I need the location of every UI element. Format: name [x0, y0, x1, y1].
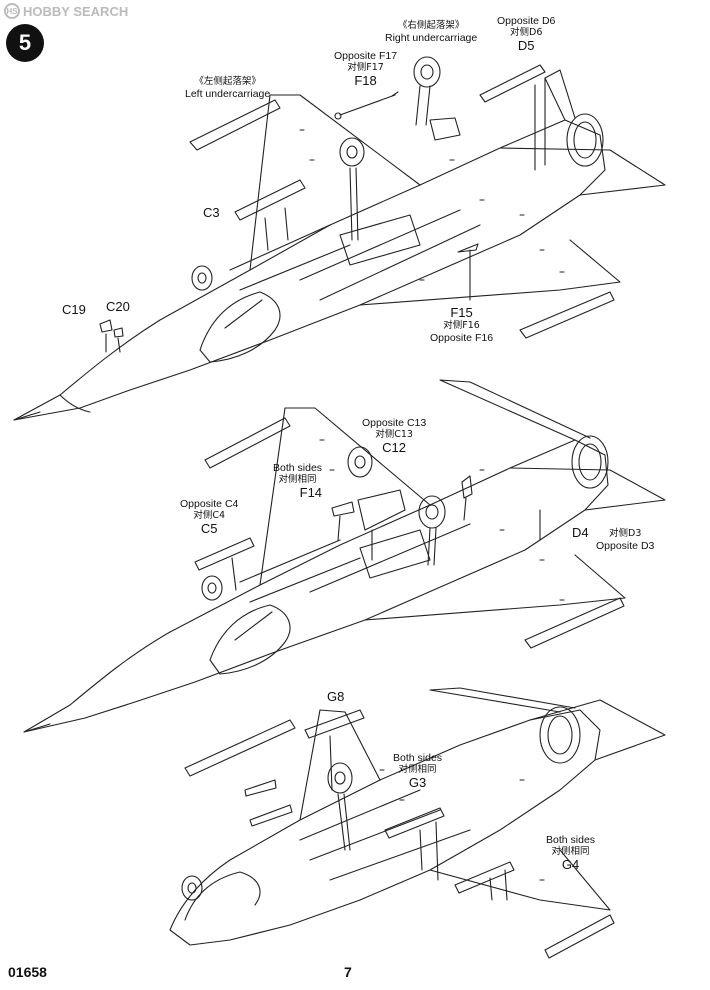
part-d5-label: D5: [517, 38, 535, 53]
d4-callout: 对侧D3 Opposite D3: [596, 528, 654, 552]
d4-en: Opposite D3: [596, 540, 655, 552]
product-code: 01658: [8, 964, 47, 980]
step-number-badge: 5: [6, 24, 44, 62]
opposite-c4-callout: Opposite C4 对侧C4 C5: [180, 498, 238, 536]
d4-cn: 对侧D3: [609, 528, 642, 539]
part-g4-label: G4: [561, 857, 580, 872]
aircraft-top-view-2: [23, 379, 666, 733]
aircraft-top-view-1: [13, 56, 666, 421]
both-sides-g4-callout: Both sides 对侧相同 G4: [546, 834, 595, 872]
f15-cn: 对侧F16: [443, 320, 480, 331]
both-sides-f14-callout: Both sides 对侧相同 F14: [273, 462, 322, 500]
part-c19-label: C19: [62, 302, 86, 317]
part-c12-label: C12: [382, 440, 407, 455]
opposite-f17-en: Opposite F17: [334, 50, 398, 62]
part-f15-label: F15: [450, 305, 473, 320]
hobby-search-logo-icon: HS: [4, 3, 20, 19]
both-sides-g3-en: Both sides: [393, 752, 443, 764]
opposite-c13-callout: Opposite C13 对侧C13 C12: [362, 417, 426, 455]
opposite-f17-cn: 对侧F17: [347, 62, 384, 73]
part-f14-label: F14: [299, 485, 323, 500]
part-g3-label: G3: [408, 775, 427, 790]
right-undercarriage-en: Right undercarriage: [385, 32, 478, 44]
part-g8-label: G8: [327, 689, 345, 704]
opposite-f17-callout: Opposite F17 对侧F17 F18: [334, 50, 397, 88]
part-d4-label: D4: [572, 525, 589, 540]
f15-en: Opposite F16: [430, 332, 494, 344]
opposite-c4-cn: 对侧C4: [193, 510, 226, 521]
both-sides-g3-callout: Both sides 对侧相同 G3: [393, 752, 442, 790]
watermark-text: HOBBY SEARCH: [23, 3, 129, 19]
both-sides-f14-en: Both sides: [273, 462, 323, 474]
left-undercarriage-cn: 《左侧起落架》: [194, 76, 261, 87]
f15-callout: F15 对侧F16 Opposite F16: [430, 305, 494, 345]
both-sides-g4-en: Both sides: [546, 834, 596, 846]
opposite-c13-cn: 对侧C13: [375, 429, 413, 440]
part-c20-label: C20: [106, 299, 130, 314]
right-undercarriage-cn: 《右侧起落架》: [397, 20, 465, 31]
page-number: 7: [344, 964, 352, 980]
both-sides-g4-cn: 对侧相同: [551, 846, 590, 857]
watermark: HS HOBBY SEARCH: [4, 2, 128, 20]
left-undercarriage-callout: 《左侧起落架》 Left undercarriage: [185, 76, 270, 100]
both-sides-f14-cn: 对侧相同: [278, 474, 317, 485]
part-c5-label: C5: [200, 521, 218, 536]
opposite-c4-en: Opposite C4: [180, 498, 239, 510]
aircraft-top-view-3: [169, 687, 666, 959]
opposite-c13-en: Opposite C13: [362, 417, 427, 429]
opposite-d6-en: Opposite D6: [497, 15, 556, 27]
opposite-d6-callout: Opposite D6 对侧D6 D5: [497, 15, 555, 53]
opposite-d6-cn: 对侧D6: [510, 27, 543, 38]
left-undercarriage-en: Left undercarriage: [185, 88, 271, 100]
right-undercarriage-callout: 《右侧起落架》 Right undercarriage: [385, 20, 477, 44]
both-sides-g3-cn: 对侧相同: [398, 764, 437, 775]
part-f18-label: F18: [354, 73, 377, 88]
part-c3-label: C3: [203, 205, 220, 220]
